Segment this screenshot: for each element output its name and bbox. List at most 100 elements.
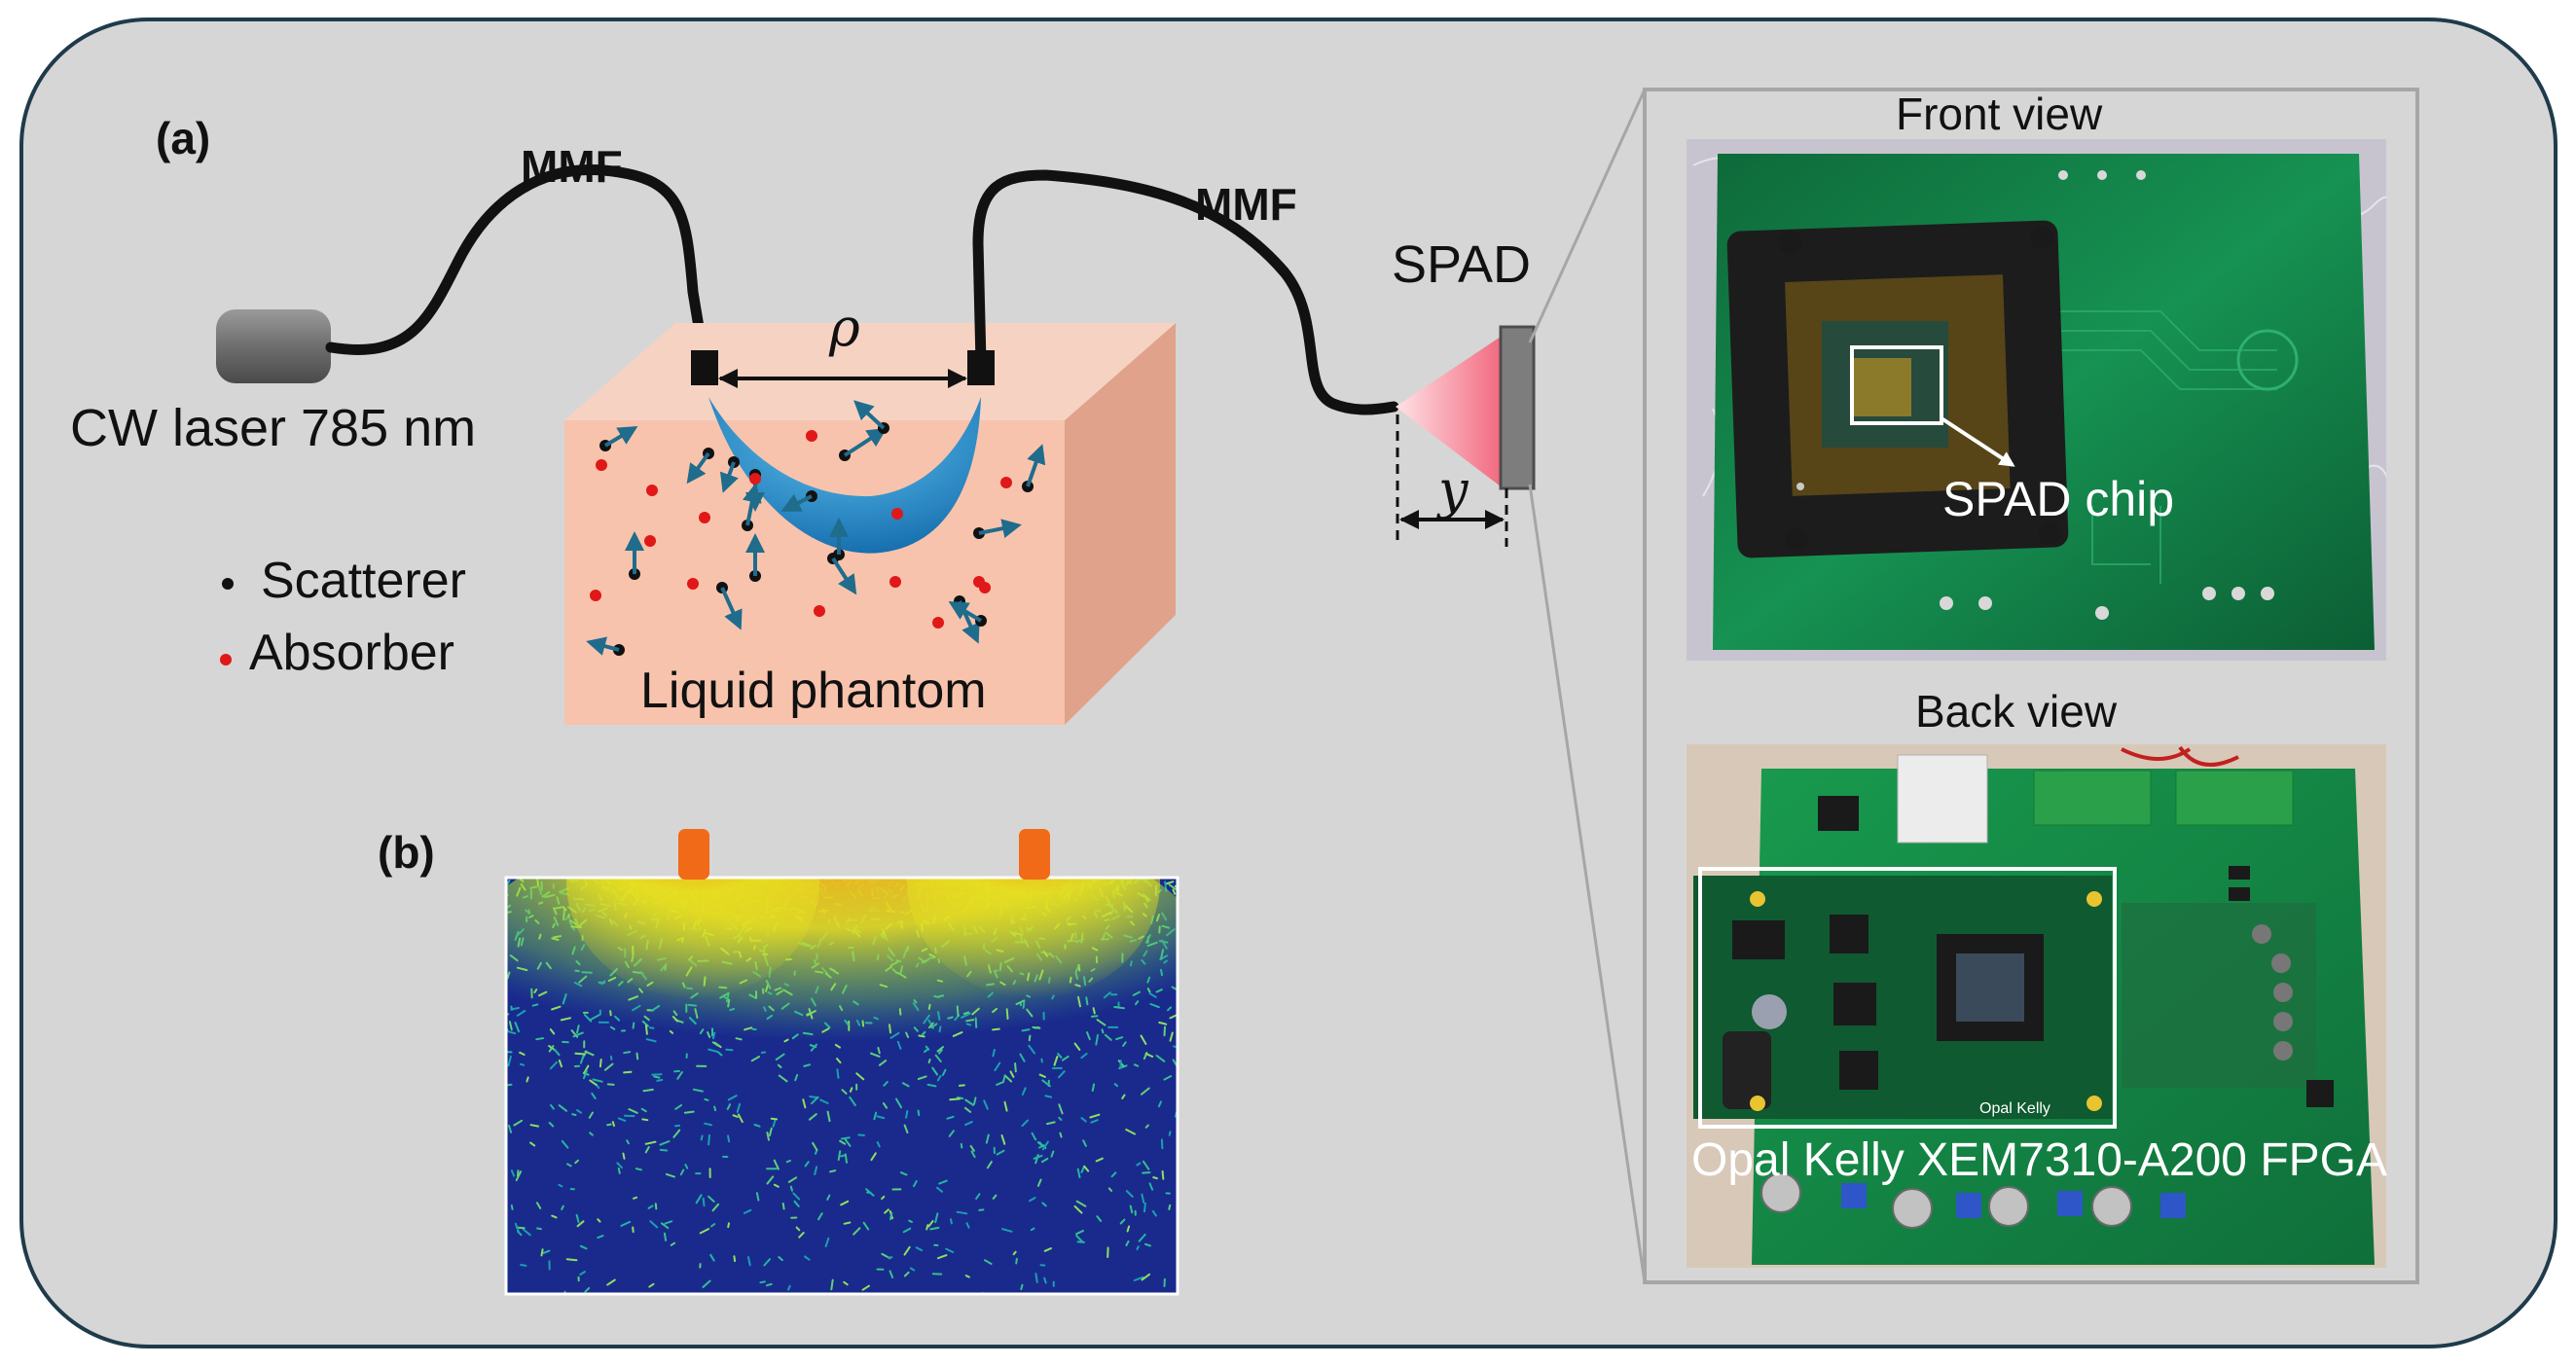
speckle-mark [620, 1220, 632, 1227]
light-cone [1396, 337, 1501, 486]
scatter-direction-arrow [1026, 444, 1046, 487]
speckle-mark [826, 1110, 831, 1123]
speckle-mark [558, 1183, 563, 1188]
rho-symbol: ρ [828, 297, 860, 358]
speckle-mark [611, 1121, 615, 1128]
speckle-mark [793, 1200, 800, 1207]
speckle-mark [861, 1284, 870, 1291]
speckle-mark [707, 1195, 715, 1203]
speckle-mark [575, 1213, 580, 1223]
speckle-mark [992, 1194, 998, 1200]
speckle-mark [789, 1185, 793, 1192]
speckle-mark [1015, 1257, 1018, 1265]
speckle-mark [519, 1062, 526, 1066]
absorber-dot [596, 459, 607, 471]
speckle-mark [597, 1218, 601, 1223]
speckle-mark [766, 1282, 773, 1287]
speckle-mark [1034, 1273, 1038, 1283]
spad-chip-callout: SPAD chip [1942, 472, 2174, 526]
speckle-mark [597, 1235, 604, 1240]
speckle-mark [514, 1222, 520, 1234]
speckle-mark [984, 1259, 993, 1265]
detector-fiber-tip [967, 350, 995, 385]
fiber-2 [972, 169, 1399, 415]
fiber-2-label: MMF [1195, 179, 1297, 230]
speckle-mark [1046, 1121, 1056, 1126]
speckle-mark [551, 1214, 558, 1219]
scatter-direction-arrow [743, 483, 762, 526]
speckle-mark [929, 1226, 940, 1231]
speckle-mark [802, 1098, 807, 1109]
speckle-mark [839, 1139, 847, 1145]
speckle-mark [1075, 1200, 1087, 1207]
speckle-mark [632, 1226, 635, 1234]
absorber-dot [646, 485, 658, 496]
speckle-mark [535, 1202, 542, 1209]
speckle-mark [1021, 1119, 1030, 1128]
speckle-mark [969, 1144, 975, 1152]
speckle-mark [1080, 1166, 1085, 1173]
speckle-mark [973, 1096, 977, 1105]
speckle-mark [960, 1142, 963, 1149]
scatter-direction-arrow [978, 519, 1022, 538]
speckle-mark [840, 1136, 851, 1140]
speckle-mark [659, 1148, 669, 1152]
speckle-mark [640, 1107, 647, 1113]
back-view-title: Back view [1915, 686, 2118, 737]
speckle-mark [506, 1030, 517, 1035]
zoom-photo-frame [1643, 88, 2419, 1284]
speckle-mark [1058, 1103, 1064, 1115]
speckle-mark [550, 1103, 555, 1110]
fiber-1 [325, 163, 710, 368]
speckle-mark [785, 1159, 791, 1164]
speckle-mark [770, 1117, 779, 1121]
speckle-mark [1161, 1169, 1165, 1180]
speckle-mark [889, 1212, 893, 1221]
y-symbol: y [1436, 459, 1469, 521]
speckle-mark [1001, 1228, 1013, 1233]
speckle-mark [1050, 1150, 1055, 1158]
speckle-mark [826, 1194, 831, 1201]
speckle-mark [1029, 1197, 1036, 1203]
speckle-mark [683, 1110, 695, 1114]
speckle-mark [1136, 1245, 1140, 1250]
scatter-direction-arrow [780, 493, 813, 512]
absorber-dot [814, 605, 825, 617]
speckle-mark [905, 1110, 909, 1119]
speckle-mark [1043, 1276, 1047, 1284]
speckle-mark [513, 1119, 524, 1127]
speckle-mark [1096, 1215, 1103, 1222]
speckle-mark [1138, 1233, 1146, 1242]
scatter-direction-arrow [831, 557, 857, 595]
speckle-mark [881, 1195, 886, 1201]
speckle-mark [558, 1104, 568, 1112]
speckle-mark [772, 1118, 777, 1128]
speckle-mark [536, 1227, 542, 1231]
speckle-mark [684, 1164, 689, 1169]
speckle-mark [713, 1105, 717, 1112]
speckle-mark [579, 1244, 588, 1250]
speckle-mark [1059, 1132, 1063, 1138]
speckle-mark [709, 1253, 715, 1262]
speckle-mark [1155, 1055, 1166, 1062]
speckle-mark [1031, 1132, 1037, 1141]
speckle-mark [1169, 1014, 1178, 1020]
speckle-mark [889, 1270, 894, 1278]
speckle-mark [763, 1258, 771, 1267]
speckle-mark [617, 1117, 627, 1122]
speckle-mark [753, 1124, 761, 1128]
panel-b-label: (b) [378, 827, 435, 878]
speckle-mark [795, 1226, 801, 1232]
speckle-mark [840, 1200, 850, 1206]
speckle-mark [589, 1132, 594, 1136]
scatter-direction-arrow [853, 400, 886, 430]
absorber-dot [590, 590, 601, 601]
speckle-mark [1129, 1204, 1134, 1214]
scatter-direction-arrow [603, 425, 638, 448]
speckle-mark [759, 1280, 766, 1284]
detector-optode [1019, 829, 1050, 880]
legend-scatterer-dot [222, 578, 234, 590]
speckle-mark [1012, 1250, 1017, 1256]
speckle-mark [819, 1098, 829, 1104]
